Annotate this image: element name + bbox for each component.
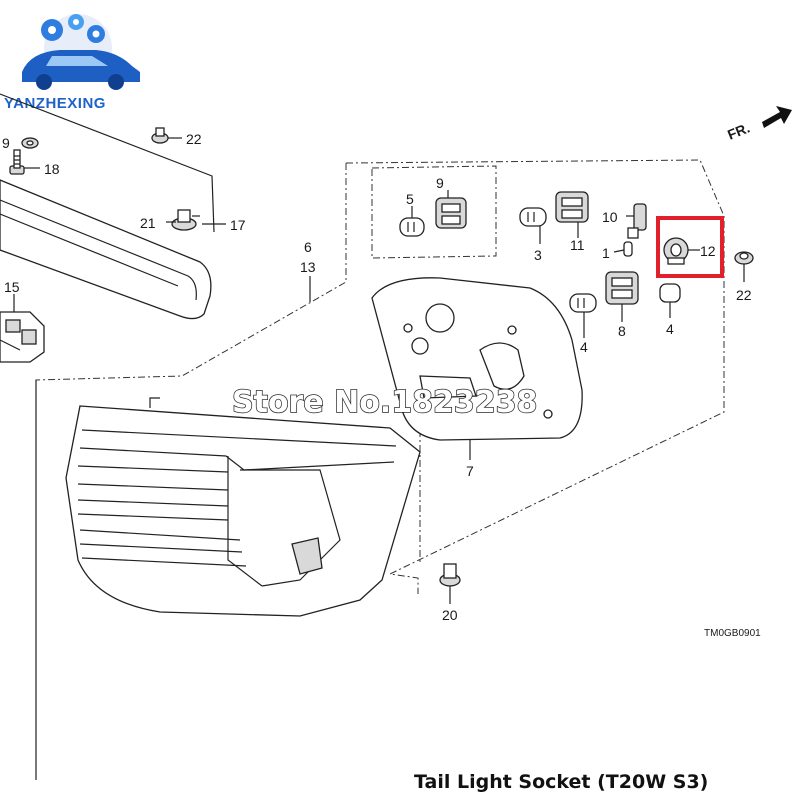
callout-4-left: 4: [580, 339, 588, 355]
bulb-3: [519, 207, 547, 227]
callout-20: 20: [442, 607, 458, 623]
arrow-icon: [762, 106, 792, 128]
callout-6: 6: [304, 239, 312, 255]
socket-12: [663, 237, 689, 265]
bulb-4-left: [569, 293, 597, 313]
socket-9: [435, 197, 467, 229]
bulb-5: [399, 217, 425, 237]
socket-gasket: [371, 277, 583, 441]
callout-5: 5: [406, 191, 414, 207]
callout-8: 8: [618, 323, 626, 339]
callout-7: 7: [466, 463, 474, 479]
socket-8: [605, 271, 639, 305]
clip-22-right: [734, 251, 754, 265]
washer-9-top: [21, 137, 39, 149]
socket-11: [555, 191, 589, 223]
callout-1: 1: [602, 245, 610, 261]
callout-9-top: 9: [2, 135, 10, 151]
callout-18: 18: [44, 161, 60, 177]
highlight-box: [656, 216, 724, 278]
gear-icon: [41, 14, 105, 43]
front-direction-label: FR.: [725, 119, 752, 142]
callout-3: 3: [534, 247, 542, 263]
screw-18: [9, 149, 25, 175]
callout-13: 13: [300, 259, 316, 275]
product-caption: Tail Light Socket (T20W S3): [414, 771, 708, 793]
brand-logo: YANZHEXING: [4, 14, 140, 112]
socket-10: [627, 203, 647, 239]
callout-9-group: 9: [436, 175, 444, 191]
bulb-4-right: [659, 283, 681, 303]
assembly-boundary-bulb-group: [371, 165, 497, 259]
callout-4-right: 4: [666, 321, 674, 337]
brand-name: YANZHEXING: [4, 95, 106, 112]
callout-17: 17: [230, 217, 246, 233]
callout-22-top: 22: [186, 131, 202, 147]
callout-22-right: 22: [736, 287, 752, 303]
clip-22-top: [151, 127, 169, 144]
callout-labels: 9 18 22 21 17 15 6 13 5 9 3 11 10 1 12 2…: [2, 131, 752, 623]
store-watermark: Store No.1823238: [232, 385, 537, 420]
bulb-1: [623, 241, 633, 257]
leader-lines: [13, 137, 745, 604]
bracket-15: [0, 311, 45, 363]
diagram-code: TM0GB0901: [704, 628, 761, 639]
callout-12: 12: [700, 243, 716, 259]
nut-20: [439, 563, 461, 587]
clip-21: [171, 209, 200, 231]
trunk-garnish: [0, 93, 215, 320]
callout-21: 21: [140, 215, 156, 231]
assembly-boundary-socket: [345, 159, 725, 594]
tail-light-housing: [65, 397, 421, 617]
callout-15: 15: [4, 279, 20, 295]
car-icon: [22, 50, 140, 90]
callout-10: 10: [602, 209, 618, 225]
front-direction-indicator: FR.: [725, 106, 792, 143]
callout-11: 11: [570, 237, 585, 253]
